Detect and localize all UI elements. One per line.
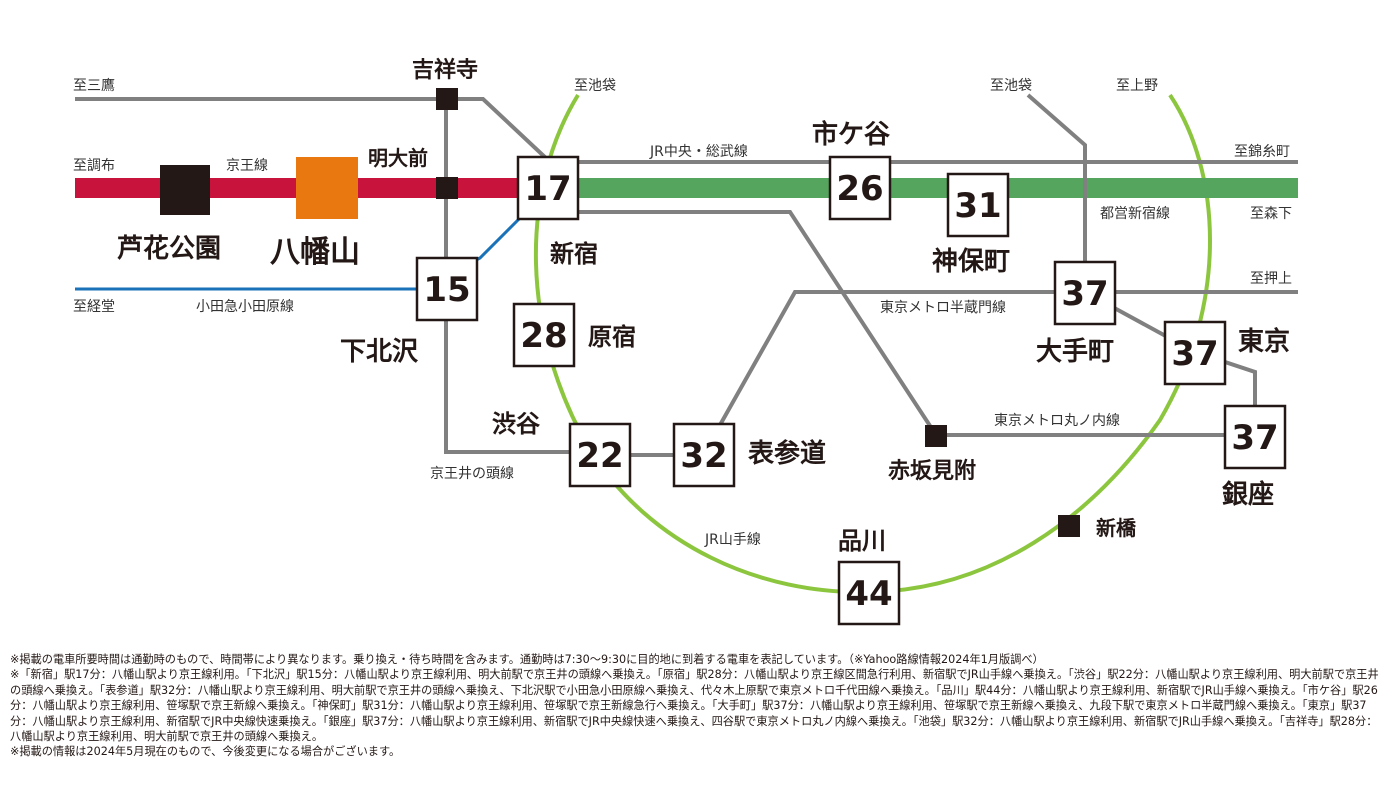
meidaimae-station [436, 177, 458, 199]
akasakamitsuke-label: 赤坂見附 [888, 458, 976, 484]
to-ueno-label: 至上野 [1116, 78, 1158, 94]
marunouchi-line [548, 210, 1255, 437]
tokyo-label: 東京 [1238, 326, 1290, 357]
to-chofu-label: 至調布 [73, 158, 115, 174]
hanzomon-label: 東京メトロ半蔵門線 [880, 300, 1006, 316]
harajuku-label: 原宿 [588, 323, 636, 351]
shibuya-box: 22 [568, 422, 632, 488]
footnote-2: ※「新宿」駅17分：八幡山駅より京王線利用。「下北沢」駅15分：八幡山駅より京王… [10, 668, 1379, 744]
shimbashi-label: 新橋 [1096, 516, 1137, 540]
shinjuku-label: 新宿 [550, 240, 598, 268]
hanzomon-line [718, 290, 1298, 426]
shinagawa-label: 品川 [838, 527, 886, 555]
ichigaya-box: 26 [828, 155, 892, 221]
mitaka-line [75, 97, 550, 162]
toei-shinjuku-label: 都営新宿線 [1100, 205, 1170, 222]
omotesando-box: 32 [672, 422, 736, 488]
to-kyodo-label: 至経堂 [73, 299, 115, 315]
ginza-label: 銀座 [1222, 479, 1274, 510]
ginza-minutes: 37 [1231, 418, 1278, 458]
rokakoen-label: 芦花公園 [117, 234, 221, 264]
yawatayama-label: 八幡山 [270, 235, 360, 270]
shimokitazawa-minutes: 15 [423, 270, 470, 310]
otemachi-box: 37 [1053, 260, 1117, 326]
otemachi-label: 大手町 [1036, 337, 1114, 367]
shinjuku-minutes: 17 [524, 169, 571, 209]
footnote-3: ※掲載の情報は2024年5月現在のもので、今後変更になる場合がございます。 [10, 745, 401, 759]
to-kinshicho-label: 至錦糸町 [1234, 143, 1290, 160]
to-ikebukuro-2-label: 至池袋 [990, 78, 1032, 94]
jimbocho-box: 31 [946, 172, 1010, 238]
meidaimae-label: 明大前 [368, 146, 428, 170]
ichigaya-minutes: 26 [836, 169, 883, 209]
omotesando-minutes: 32 [680, 436, 727, 476]
kichijoji-label: 吉祥寺 [412, 57, 478, 83]
jimbocho-label: 神保町 [932, 247, 1010, 277]
inokashira-label: 京王井の頭線 [430, 466, 514, 482]
tokyo-minutes: 37 [1171, 334, 1218, 374]
keio-line-label: 京王線 [226, 158, 268, 174]
ginza-box: 37 [1223, 404, 1287, 470]
route-map: 17 15 28 22 32 26 31 37 37 37 44 吉祥寺 明大 [73, 57, 1298, 626]
akasakamitsuke-station [925, 425, 947, 447]
yamanote-label: JR山手線 [704, 532, 761, 548]
footnote-1: ※掲載の電車所要時間は通勤時のもので、時間帯により異なります。乗り換え・待ち時間… [10, 653, 1044, 666]
shimbashi-station [1058, 515, 1080, 537]
footnotes: ※掲載の電車所要時間は通勤時のもので、時間帯により異なります。乗り換え・待ち時間… [10, 652, 1388, 760]
odakyu-line-label: 小田急小田原線 [196, 299, 294, 315]
harajuku-box: 28 [512, 302, 576, 368]
harajuku-minutes: 28 [520, 316, 567, 356]
shimokitazawa-box: 15 [415, 256, 479, 322]
rokakoen-station [160, 165, 210, 215]
to-morishita-label: 至森下 [1250, 206, 1292, 222]
to-ikebukuro-1-label: 至池袋 [574, 78, 616, 94]
ikebukuro-otemachi-line [1026, 93, 1087, 290]
marunouchi-label: 東京メトロ丸ノ内線 [994, 413, 1120, 429]
jimbocho-minutes: 31 [954, 186, 1001, 226]
inokashira-line [444, 99, 600, 454]
tokyo-box: 37 [1163, 320, 1227, 386]
yawatayama-station [296, 157, 358, 219]
shibuya-minutes: 22 [576, 436, 623, 476]
shimokitazawa-label: 下北沢 [340, 337, 419, 367]
shinagawa-box: 44 [837, 560, 901, 626]
otemachi-minutes: 37 [1061, 274, 1108, 314]
kichijoji-station [436, 88, 458, 110]
shinagawa-minutes: 44 [845, 574, 892, 614]
to-oshiage-label: 至押上 [1250, 271, 1292, 287]
to-mitaka-label: 至三鷹 [73, 78, 115, 94]
ichigaya-label: 市ケ谷 [812, 119, 891, 150]
omotesando-label: 表参道 [748, 438, 826, 469]
chuo-sobu-label: JR中央・総武線 [649, 144, 748, 160]
shibuya-label: 渋谷 [492, 410, 541, 438]
shinjuku-box: 17 [516, 155, 580, 221]
